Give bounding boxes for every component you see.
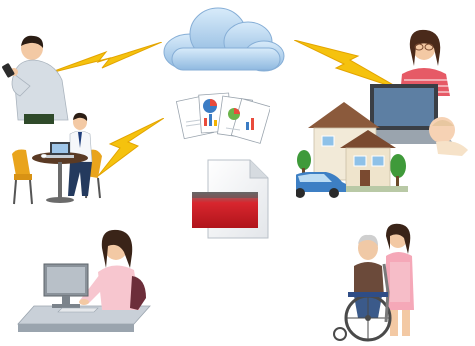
lightning-bolt-icon xyxy=(98,118,164,176)
cloud-icon xyxy=(160,4,288,76)
woman-at-desktop-computer xyxy=(14,228,154,340)
laptop-icon xyxy=(366,84,454,144)
desktop-computer-icon xyxy=(43,263,99,313)
file-icon xyxy=(190,158,272,244)
car-icon xyxy=(296,172,346,198)
lightning-bolt-icon xyxy=(294,40,402,90)
man-with-smartphone xyxy=(0,34,72,124)
smartphone-icon xyxy=(2,63,15,78)
man-at-table-with-laptop xyxy=(8,112,108,208)
laptop-icon xyxy=(46,142,74,158)
house-icon xyxy=(296,96,408,200)
elderly-man-in-wheelchair-with-caregiver xyxy=(328,222,424,344)
woman-with-laptop xyxy=(366,26,470,156)
report-documents-icon xyxy=(176,92,270,144)
wheelchair-icon xyxy=(333,263,392,342)
lightning-bolt-icon xyxy=(46,42,162,78)
